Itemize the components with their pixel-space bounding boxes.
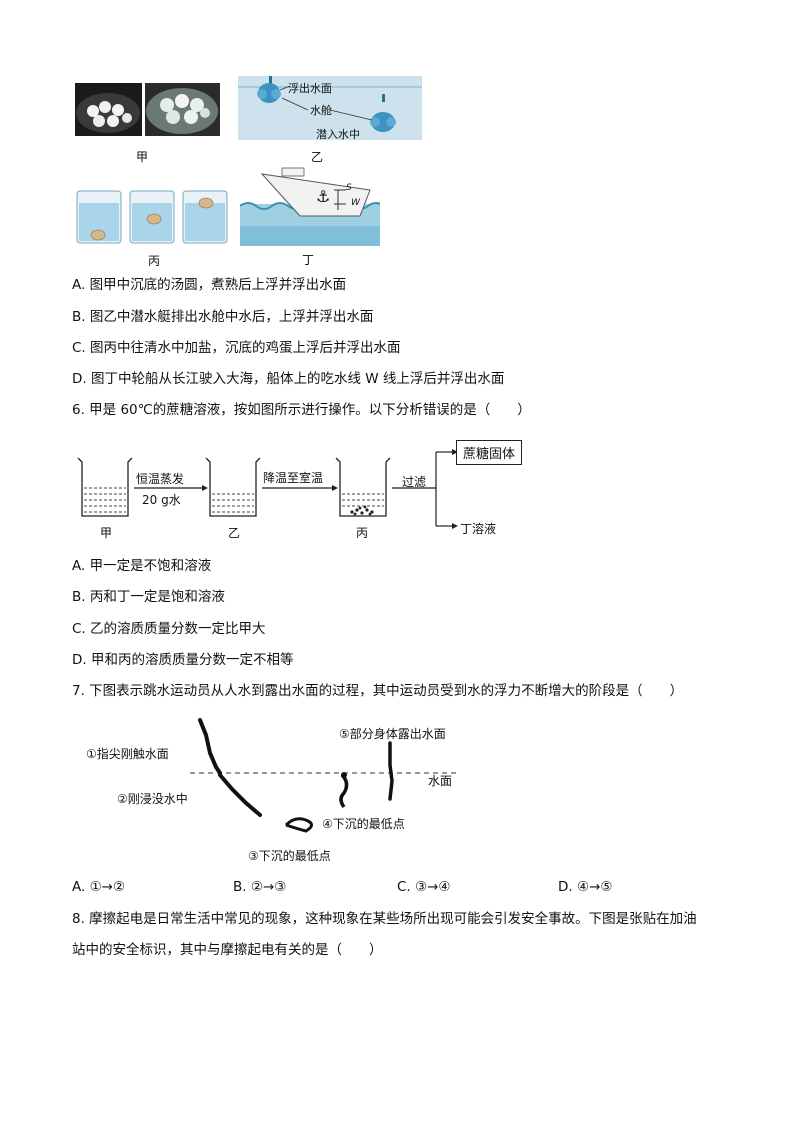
q7-stem: 7. 下图表示跳水运动员从人水到露出水面的过程，其中运动员受到水的浮力不断增大的… (72, 683, 684, 699)
diver-label-5: ⑤部分身体露出水面 (339, 727, 446, 741)
q7-option-a: A. ①→② (72, 879, 126, 895)
diver-label-3: ③下沉的最低点 (248, 849, 331, 863)
step1-label-top: 恒温蒸发 (136, 472, 185, 486)
photo-dumplings-cooked (145, 83, 220, 136)
caption-ding: 丁 (302, 253, 315, 267)
q5-option-b: B. 图乙中潜水艇排出水舱中水后，上浮并浮出水面 (72, 309, 374, 325)
q8-stem-line2: 站中的安全标识，其中与摩擦起电有关的是（ ） (72, 942, 383, 958)
q6-option-d: D. 甲和丙的溶质质量分数一定不相等 (72, 652, 294, 668)
diver-label-4: ④下沉的最低点 (322, 817, 405, 831)
q7-option-c: C. ③→④ (397, 879, 451, 895)
q6-option-c: C. 乙的溶质质量分数一定比甲大 (72, 621, 266, 637)
submarine-diagram: 浮出水面 水舱 潜入水中 (238, 76, 422, 141)
beaker-yi-label: 乙 (228, 526, 241, 540)
q6-option-a: A. 甲一定是不饱和溶液 (72, 558, 212, 574)
label-dive: 潜入水中 (316, 128, 360, 141)
sugar-solid-box: 蔗糖固体 (456, 440, 523, 465)
label-water-tank: 水舱 (310, 104, 332, 117)
q6-option-b: B. 丙和丁一定是饱和溶液 (72, 589, 225, 605)
step3-label: 过滤 (402, 475, 427, 489)
step1-label-bottom: 20 g水 (142, 493, 181, 507)
q5-option-c: C. 图丙中往清水中加盐，沉底的鸡蛋上浮后并浮出水面 (72, 340, 401, 356)
q7-option-d: D. ④→⑤ (558, 879, 613, 895)
water-surface-label: 水面 (428, 774, 453, 788)
label-float-up: 浮出水面 (288, 82, 332, 95)
label-w: W (351, 198, 360, 208)
q5-option-d: D. 图丁中轮船从长江驶入大海，船体上的吃水线 W 线上浮后并浮出水面 (72, 371, 505, 387)
diver-label-2: ②刚浸没水中 (117, 792, 188, 806)
ship-diagram: ⚓ (240, 167, 380, 246)
q6-stem: 6. 甲是 60℃的蔗糖溶液，按如图所示进行操作。以下分析错误的是（ ） (72, 402, 531, 418)
egg-beakers (76, 190, 228, 244)
beaker-bing-label: 丙 (356, 526, 369, 540)
caption-bing: 丙 (148, 254, 161, 268)
photo-dumplings-raw (75, 83, 142, 136)
caption-jia: 甲 (136, 150, 149, 164)
beaker-jia-label: 甲 (100, 526, 113, 540)
q5-option-a: A. 图甲中沉底的汤圆，煮熟后上浮并浮出水面 (72, 277, 347, 293)
q7-option-b: B. ②→③ (233, 879, 287, 895)
q8-stem-line1: 8. 摩擦起电是日常生活中常见的现象，这种现象在某些场所出现可能会引发安全事故。… (72, 911, 697, 927)
diver-label-1: ①指尖刚触水面 (86, 747, 169, 761)
caption-yi: 乙 (311, 150, 324, 164)
svg-text:⚓: ⚓ (316, 187, 330, 206)
step2-label: 降温至室温 (263, 471, 324, 485)
diver-diagram (190, 718, 460, 833)
solution-label: 丁溶液 (460, 522, 497, 536)
sugar-process-diagram (77, 449, 458, 529)
label-s: S (346, 183, 352, 193)
